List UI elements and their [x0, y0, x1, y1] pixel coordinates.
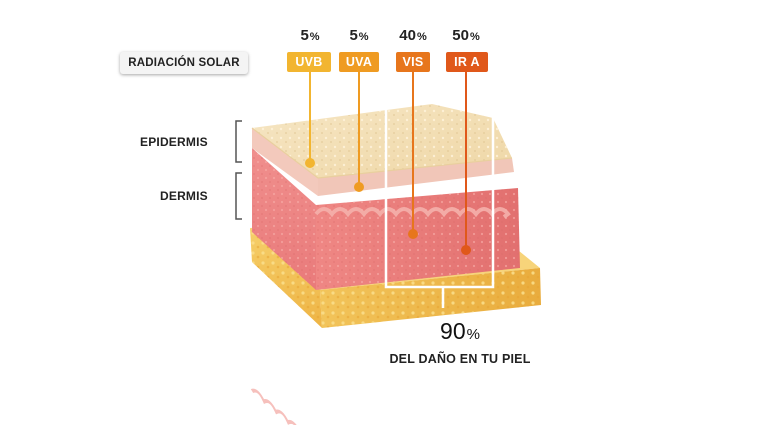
- damage-label: DEL DAÑO EN TU PIEL: [389, 352, 531, 366]
- uva-badge: UVA: [339, 52, 379, 72]
- uva-ray: [354, 72, 364, 192]
- uvb-penetration-dot: [305, 158, 315, 168]
- uva-percent-value: 5: [349, 27, 358, 44]
- radiation-solar-label: RADIACIÓN SOLAR: [120, 52, 248, 74]
- uva-penetration-dot: [354, 182, 364, 192]
- uvb-badge: UVB: [287, 52, 331, 72]
- vis-percent-value: 40: [399, 27, 416, 44]
- vis-penetration-dot: [408, 229, 418, 239]
- damage-region-frame: [384, 98, 495, 289]
- vis-percent: 40%: [388, 27, 438, 44]
- ira-badge: IR A: [446, 52, 488, 72]
- uva-percent: 5%: [334, 27, 384, 44]
- ira-penetration-dot: [461, 245, 471, 255]
- vis-percent-unit: %: [416, 31, 427, 43]
- damage-percent-unit: %: [466, 326, 480, 343]
- epidermis-label: EPIDERMIS: [140, 135, 208, 149]
- damage-percent-value: 90: [440, 318, 466, 344]
- vis-ray: [408, 72, 418, 239]
- dermis-layer: [250, 148, 520, 425]
- uvb-percent-value: 5: [300, 27, 309, 44]
- ira-percent-value: 50: [452, 27, 469, 44]
- vis-badge: VIS: [396, 52, 430, 72]
- uvb-ray: [305, 72, 315, 168]
- uvb-percent-unit: %: [309, 31, 320, 43]
- epidermis-layer: [251, 104, 514, 196]
- dermis-bracket: [235, 172, 242, 220]
- dermis-label: DERMIS: [160, 189, 208, 203]
- ira-percent-unit: %: [469, 31, 480, 43]
- epidermis-bracket: [235, 120, 242, 163]
- uvb-percent: 5%: [285, 27, 335, 44]
- ira-percent: 50%: [441, 27, 491, 44]
- damage-percent: 90%: [425, 318, 495, 345]
- uva-percent-unit: %: [358, 31, 369, 43]
- ira-ray: [461, 72, 471, 255]
